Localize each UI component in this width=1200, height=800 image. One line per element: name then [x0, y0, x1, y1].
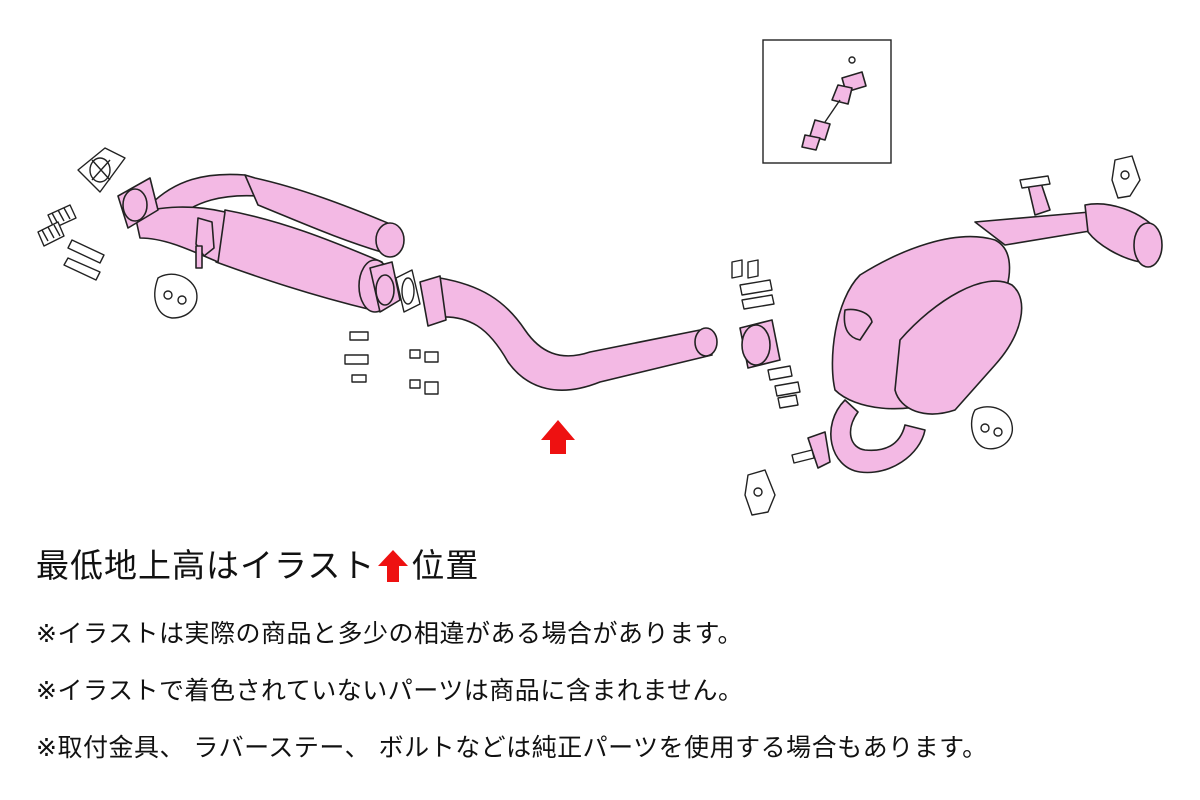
note-illustration-difference: ※イラストは実際の商品と多少の相違がある場合があります。 [36, 619, 743, 648]
mid-pipe [419, 275, 718, 391]
ground-clearance-note-suffix: 位置 [411, 546, 480, 585]
notes-section: 最低地上高はイラスト 位置 ※イラストは実際の商品と多少の相違がある場合がありま… [36, 540, 1186, 763]
ground-clearance-note-text: 最低地上高はイラスト [36, 546, 376, 585]
front-hardware [37, 147, 439, 395]
ground-clearance-note: 最低地上高はイラスト 位置 [36, 540, 1186, 592]
pipe-clamp [731, 259, 801, 409]
ground-clearance-arrow-icon [541, 420, 575, 454]
exhaust-system-illustration: .pink { fill: #f3b9e4; stroke: #222; str… [37, 39, 1163, 516]
note-oem-parts: ※取付金具、 ラバーステー、 ボルトなどは純正パーツを使用する場合もあります。 [36, 733, 988, 762]
rear-hardware [744, 155, 1141, 516]
front-pipe-assembly [117, 173, 405, 313]
red-up-arrow-icon [378, 550, 409, 582]
sensor-detail-inset [762, 39, 892, 164]
rear-muffler-assembly [807, 179, 1163, 474]
note-uncolored-parts: ※イラストで着色されていないパーツは商品に含まれません。 [36, 676, 744, 705]
